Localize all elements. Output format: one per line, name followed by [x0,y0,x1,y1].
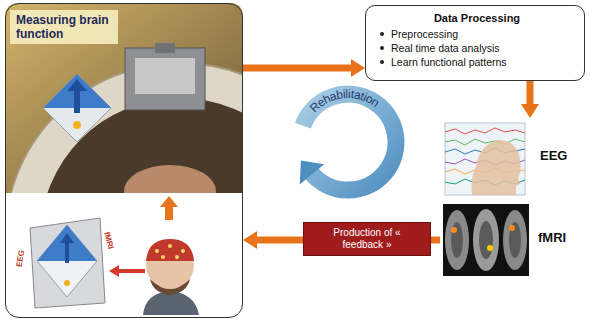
eeg-image [445,123,525,195]
cycle-arrowhead [300,161,325,185]
arrowhead [351,59,365,77]
feedback-arrow [109,265,145,277]
bullet-text: Learn functional patterns [391,55,507,69]
bullet-dot [380,32,384,36]
display-axis-label: fMRI [102,231,115,250]
flow-arrow [431,240,440,241]
cycle-label-text: Rehabilitation [307,87,382,115]
process-box: Data ProcessingPreprocessingReal time da… [365,5,585,81]
modality-label: EEG [540,148,567,163]
measurement-arrow [160,196,178,220]
bullet-dot [380,46,384,50]
arrowhead [521,104,539,118]
feedback-text: Production of « feedback » [322,227,412,251]
eeg-subject [143,239,199,315]
box-heading: Data Processing [378,11,576,26]
bullet-dot [380,60,384,64]
display-axis-label: EEG [15,249,27,267]
feedback-box: Production of « feedback » [303,222,431,256]
bullet-item: Learn functional patterns [378,55,576,69]
flow-arrow [521,81,539,118]
panel-title: Measuring brain function [10,10,118,44]
fmri-image [443,204,529,276]
measurement-panel: Measuring brain functionEEG fMRI [5,3,243,318]
flow-line [256,237,303,244]
neurofeedback-display [30,218,105,308]
arrowhead [243,231,257,249]
bullet-item: Real time data analysis [378,41,576,55]
measurement-illustration [5,3,243,318]
flow-line [527,81,534,105]
scanner-photo [5,3,243,318]
modality-label: fMRI [538,230,566,245]
imaging-illustration [440,118,590,280]
bullet-text: Preprocessing [391,27,458,41]
cycle-label: Rehabilitation [307,87,382,115]
flow-arrow [243,231,303,249]
flow-line [243,65,352,72]
flow-line [431,237,440,244]
flow-arrow [243,59,365,77]
bullet-text: Real time data analysis [391,41,500,55]
imaging-group: EEG fMRI [440,118,590,280]
bullet-item: Preprocessing [378,27,576,41]
